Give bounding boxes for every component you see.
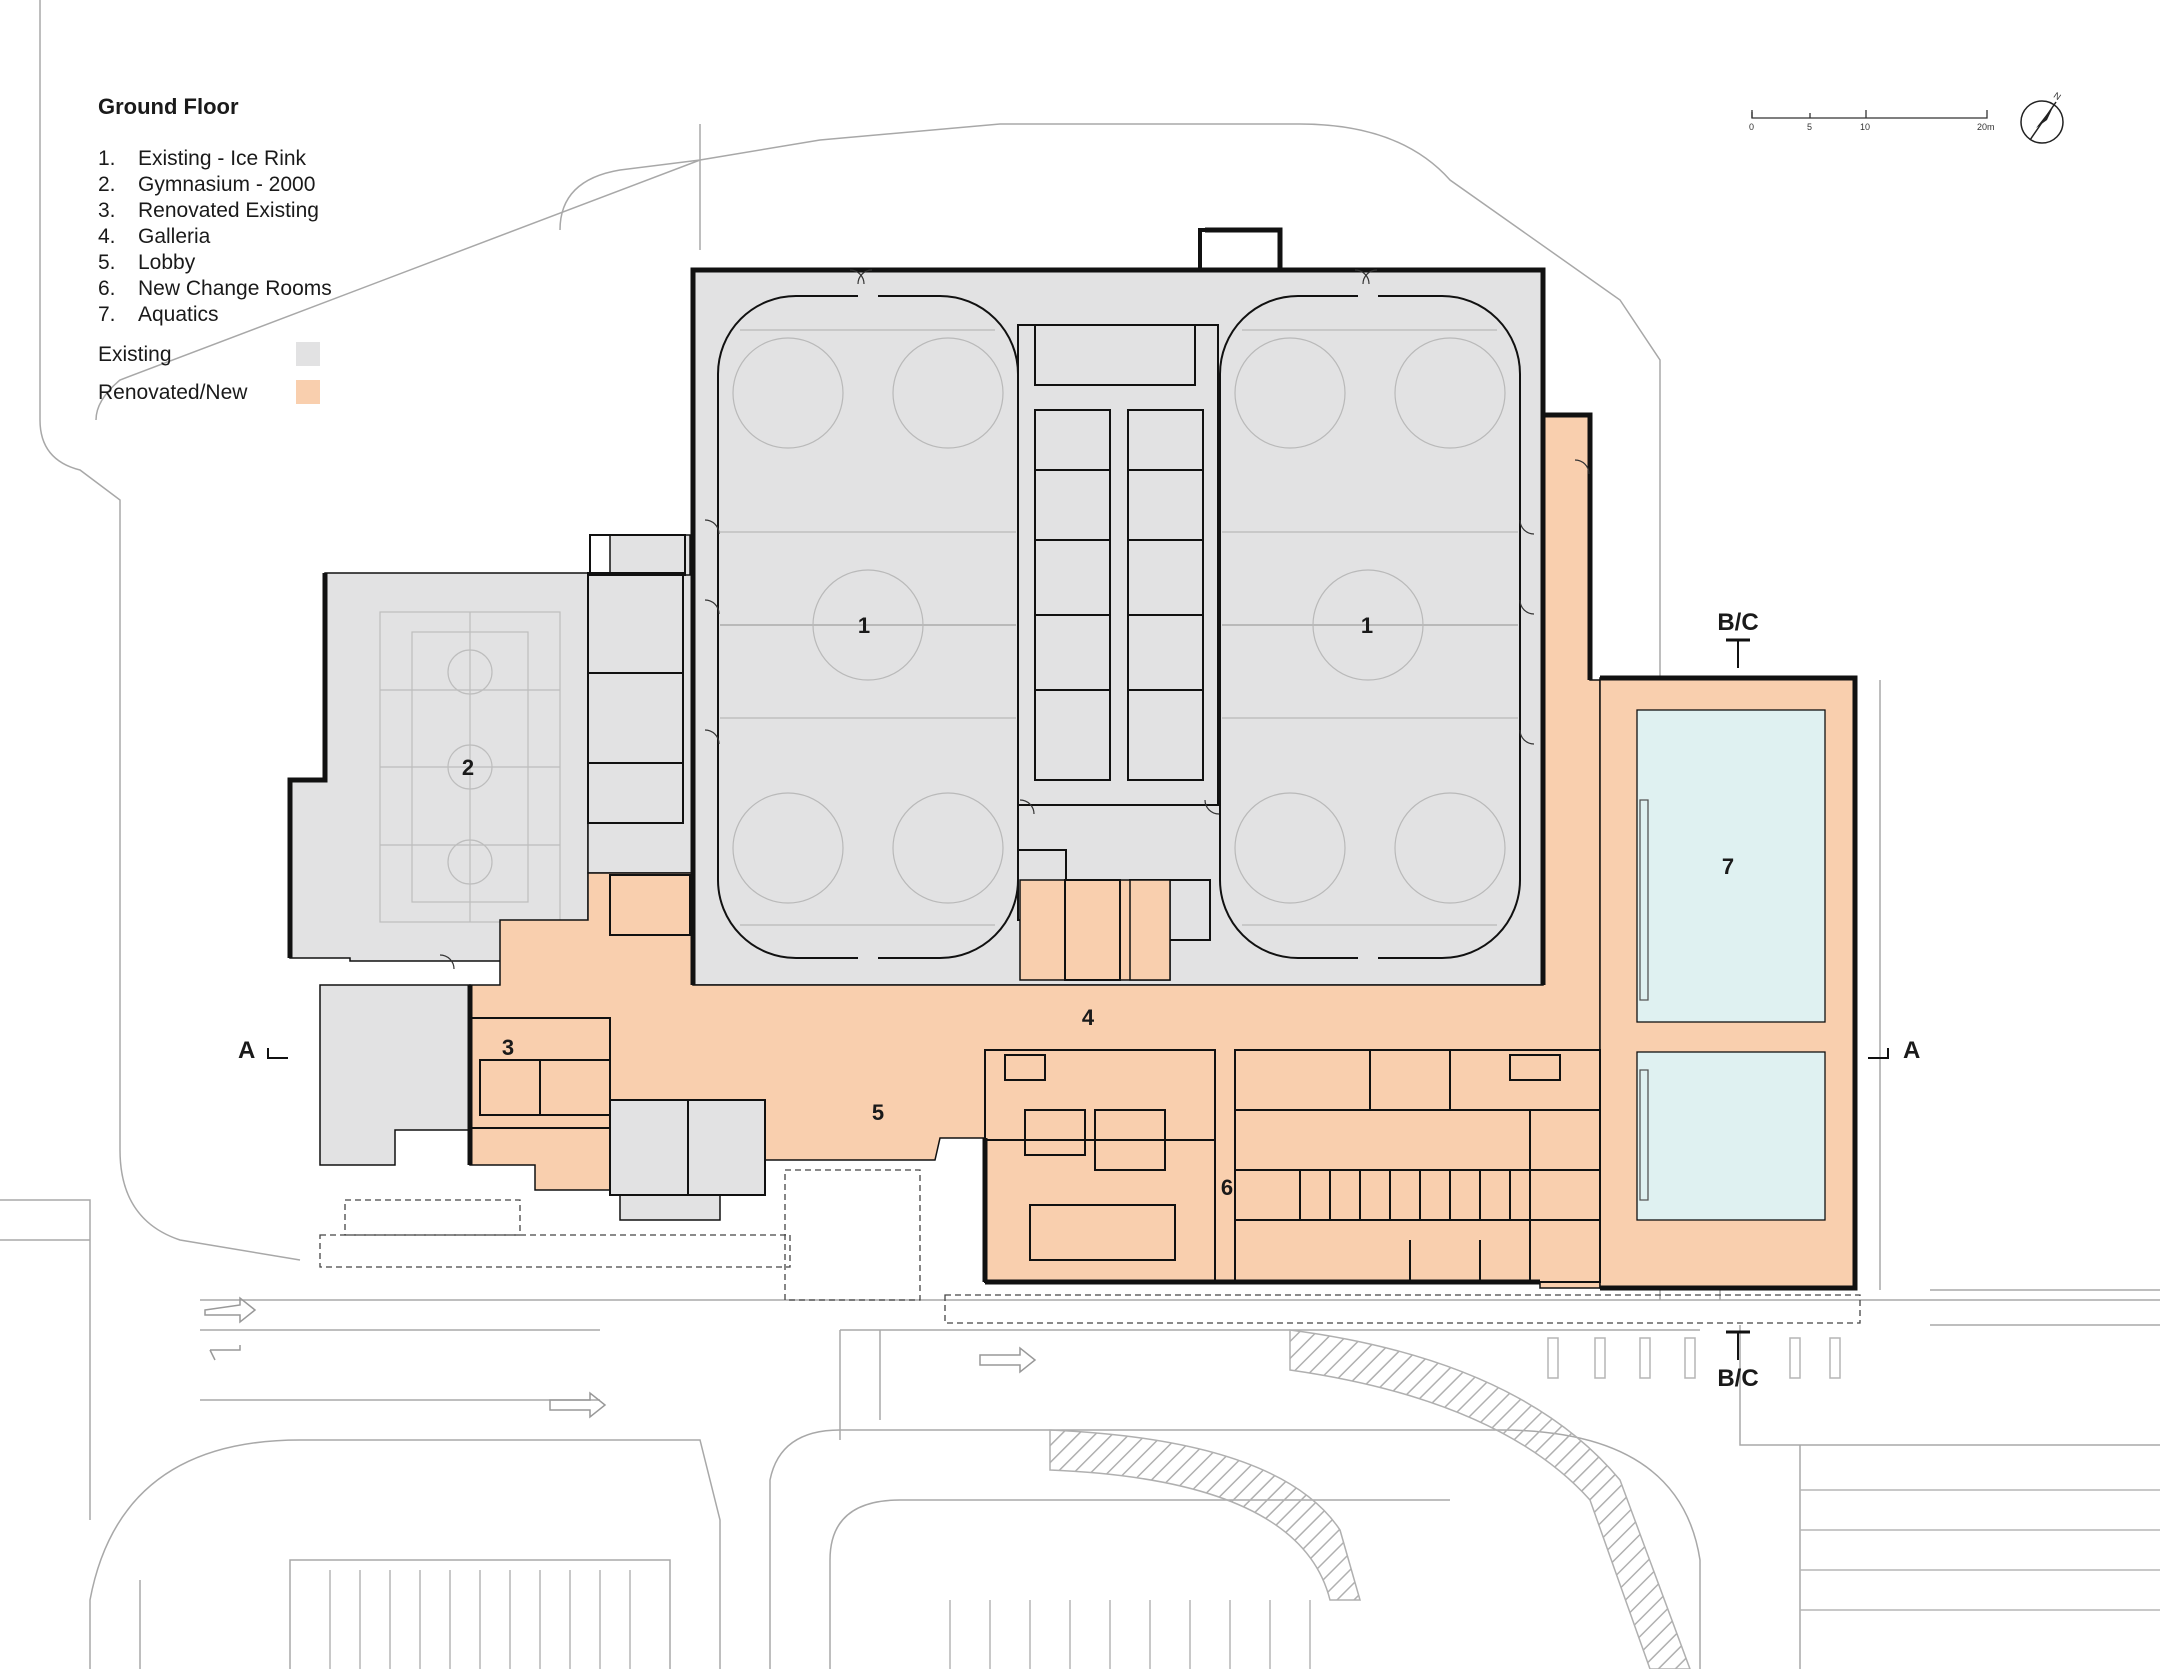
legend-item-number: 2.: [98, 173, 116, 196]
legend-item-number: 6.: [98, 277, 116, 300]
legend-item: 1. Existing - Ice Rink: [98, 146, 332, 172]
existing-swatch: [296, 342, 320, 366]
new-swatch: [296, 380, 320, 404]
north-label: N: [2052, 90, 2063, 102]
legend-item-number: 3.: [98, 199, 116, 222]
legend-item-label: New Change Rooms: [138, 277, 332, 300]
legend-item: 3. Renovated Existing: [98, 198, 332, 224]
label-gym: 2: [462, 755, 474, 780]
section-a-right: A: [1903, 1037, 1920, 1064]
key-existing: Existing: [98, 342, 332, 380]
section-bc-bottom: B/C: [1717, 1365, 1758, 1392]
legend-item-label: Galleria: [138, 225, 211, 248]
label-rink-east: 1: [1361, 613, 1373, 638]
legend-item-number: 7.: [98, 303, 116, 326]
legend-item-label: Renovated Existing: [138, 199, 319, 222]
color-key: Existing Renovated/New: [98, 342, 332, 418]
key-existing-label: Existing: [98, 343, 172, 366]
label-change-rooms: 6: [1221, 1175, 1233, 1200]
hatched-curb: [1289, 1329, 1691, 1669]
legend-item-label: Lobby: [138, 251, 196, 274]
road-arrows: [204, 1296, 1037, 1419]
legend-item: 2. Gymnasium - 2000: [98, 172, 332, 198]
north-arrow-icon: N: [2020, 90, 2064, 144]
legend-item-label: Existing - Ice Rink: [138, 147, 307, 170]
scale-tick-20m: 20m: [1977, 122, 1995, 132]
scale-tick-10: 10: [1860, 122, 1870, 132]
legend-item-label: Aquatics: [138, 303, 219, 326]
legend-title: Ground Floor: [98, 94, 239, 119]
label-lobby: 5: [872, 1100, 884, 1125]
hatched-curb-2: [1049, 1429, 1361, 1601]
legend-item: 7. Aquatics: [98, 302, 332, 328]
label-rink-west: 1: [858, 613, 870, 638]
scale-tick-0: 0: [1749, 122, 1754, 132]
gym-courts: [379, 611, 561, 923]
key-new: Renovated/New: [98, 380, 332, 418]
label-aquatics: 7: [1722, 854, 1734, 879]
exterior-walls: [287, 227, 1858, 1291]
room-labels: 1 1 2 3 4 5 6 7: [462, 613, 1734, 1200]
legend-item-number: 1.: [98, 147, 116, 170]
key-new-label: Renovated/New: [98, 381, 248, 404]
section-a-left: A: [238, 1037, 255, 1064]
section-bc-top: B/C: [1717, 609, 1758, 636]
scale-tick-5: 5: [1807, 122, 1812, 132]
pools: [1636, 709, 1826, 1221]
legend-item: 4. Galleria: [98, 224, 332, 250]
legend-item-label: Gymnasium - 2000: [138, 173, 316, 196]
legend-list: 1. Existing - Ice Rink 2. Gymnasium - 2000…: [98, 146, 332, 328]
legend: Ground Floor 1. Existing - Ice Rink 2. Gym…: [98, 94, 332, 418]
label-renovated: 3: [502, 1035, 514, 1060]
scale-bar: 0 5 10 20m: [1749, 110, 1995, 132]
renovated-walls: [469, 874, 1121, 1196]
parking-stalls: [329, 1337, 2160, 1669]
legend-item-number: 5.: [98, 251, 116, 274]
label-galleria: 4: [1082, 1005, 1095, 1030]
door-swings: [439, 269, 1590, 970]
legend-item: 5. Lobby: [98, 250, 332, 276]
section-markers: A A B/C B/C: [238, 609, 1920, 1392]
legend-item: 6. New Change Rooms: [98, 276, 332, 302]
legend-item-number: 4.: [98, 225, 116, 248]
